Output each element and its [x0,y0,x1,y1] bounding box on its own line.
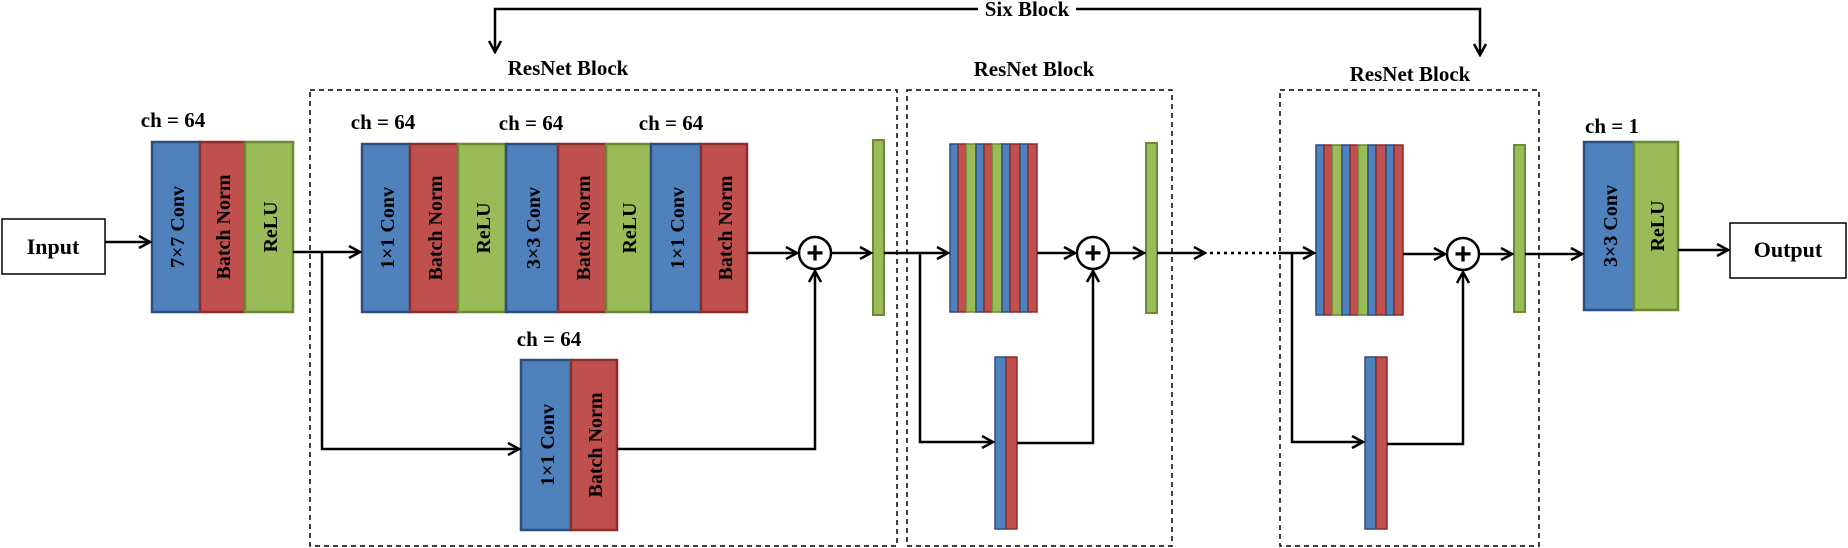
block1-shortcut-branch-arrow [320,252,519,449]
stem-relu-label: ReLU [260,201,282,252]
block3-shortcut-to-sum-arrow [1387,272,1463,446]
channel-label-stem: ch = 64 [141,108,206,132]
block3-shortcut-slice-2 [1375,356,1388,530]
stem-conv-label: 7×7 Conv [167,186,189,268]
resnet-block-frame-1 [309,89,898,547]
block3-shortcut-branch-arrow [1290,253,1363,442]
block2-slice-3 [965,143,977,313]
output-label: Output [1754,237,1823,262]
six-block-left-arrow [495,7,978,52]
block2-shortcut-to-sum-arrow [1017,271,1093,445]
main-layer-label-8: Batch Norm [715,175,737,280]
sum-node-3: + [1445,236,1481,272]
main-layer-label-6: ReLU [619,202,641,253]
shortcut-norm-layer [569,358,619,532]
main-layer-label-1: 1×1 Conv [377,187,399,269]
input-box: Input [1,218,106,275]
resnet-block-header-2: ResNet Block [974,57,1095,81]
connections [105,242,1728,449]
main-layer-label-7: 1×1 Conv [667,187,689,269]
input-label: Input [27,234,80,259]
sum-node-2: + [1075,235,1111,271]
block2-slice-7 [1001,143,1011,313]
block3-slice-8 [1375,144,1387,316]
block2-slice-9 [1019,143,1029,313]
main-layer-label-2: Batch Norm [425,175,447,280]
main-layer-1 [360,142,412,314]
block3-shortcut-stack [1364,356,1388,530]
main-path-layers: 1×1 Conv Batch Norm ReLU 3×3 Conv Batch … [360,142,749,314]
block1-output-relu-bar [872,139,885,316]
main-layer-6 [604,142,653,314]
block3-slice-3 [1331,144,1343,316]
block2-output-relu-bar [1145,142,1158,314]
block2-shortcut-branch-arrow [918,253,993,442]
block2-slice-2 [957,143,967,313]
main-layer-label-5: Batch Norm [573,175,595,280]
stem-layers: 7×7 Conv Batch Norm ReLU [150,140,295,314]
block3-slice-10 [1393,144,1404,316]
block2-shortcut-slice-2 [1005,356,1018,530]
block3-slice-5 [1349,144,1359,316]
six-block-bracket: Six Block [495,0,1480,55]
block2-slice-4 [975,143,985,313]
sum-node-2-symbol: + [1084,237,1102,270]
block2-slice-8 [1009,143,1021,313]
block3-output-relu-bar [1513,144,1526,313]
block3-shortcut-slice-1 [1364,356,1377,530]
block2-slice-5 [983,143,993,313]
sum-node-3-symbol: + [1454,238,1472,271]
shortcut-norm-label: Batch Norm [585,392,607,497]
final-conv-layer [1582,140,1636,312]
sum-node-1-symbol: + [806,237,824,270]
block2-shortcut-stack [994,356,1018,530]
block2-slice-6 [991,143,1003,313]
stem-norm-label: Batch Norm [213,174,235,279]
channel-label-shortcut: ch = 64 [517,327,582,351]
output-box: Output [1729,222,1847,279]
final-relu-label: ReLU [1647,200,1669,251]
main-layer-7 [649,142,703,314]
block1-shortcut-to-sum-arrow [617,271,815,451]
block3-slice-2 [1323,144,1333,316]
block3-slice-1 [1315,144,1325,316]
channel-label-final: ch = 1 [1585,114,1639,138]
stem-conv-layer [150,140,202,314]
channel-label-main-b: ch = 64 [499,111,564,135]
channel-label-main-c: ch = 64 [639,111,704,135]
main-layer-label-4: 3×3 Conv [523,187,545,269]
shortcut-layers: 1×1 Conv Batch Norm [519,358,619,532]
six-block-right-arrow [1076,7,1480,55]
final-conv-label: 3×3 Conv [1600,185,1622,267]
block2-slice-1 [949,143,959,313]
block2-slice-10 [1027,143,1038,313]
main-layer-5 [556,142,608,314]
block3-slice-9 [1385,144,1395,316]
block3-slice-4 [1341,144,1351,316]
block3-slice-6 [1357,144,1369,316]
final-relu-layer [1632,140,1680,312]
resnet-block-header-3: ResNet Block [1350,62,1471,86]
shortcut-conv-label: 1×1 Conv [537,404,559,486]
block3-slice-7 [1367,144,1377,316]
resnet-block-frame-3 [1279,89,1540,547]
final-layers: 3×3 Conv ReLU [1582,140,1680,312]
main-layer-8 [699,142,749,314]
six-block-label: Six Block [985,0,1070,21]
sum-node-1: + [797,235,833,271]
channel-label-main-a: ch = 64 [351,110,416,134]
resnet-block-header-1: ResNet Block [508,56,629,80]
main-layer-2 [408,142,460,314]
resnet-block-frame-2 [906,89,1173,547]
main-layer-4 [504,142,560,314]
stem-relu-layer [243,140,295,314]
main-layer-3 [456,142,508,314]
stem-norm-layer [198,140,247,314]
shortcut-conv-layer [519,358,573,532]
block2-main-stack [949,143,1038,313]
block2-shortcut-slice-1 [994,356,1007,530]
block3-main-stack [1315,144,1404,316]
main-layer-label-3: ReLU [473,202,495,253]
